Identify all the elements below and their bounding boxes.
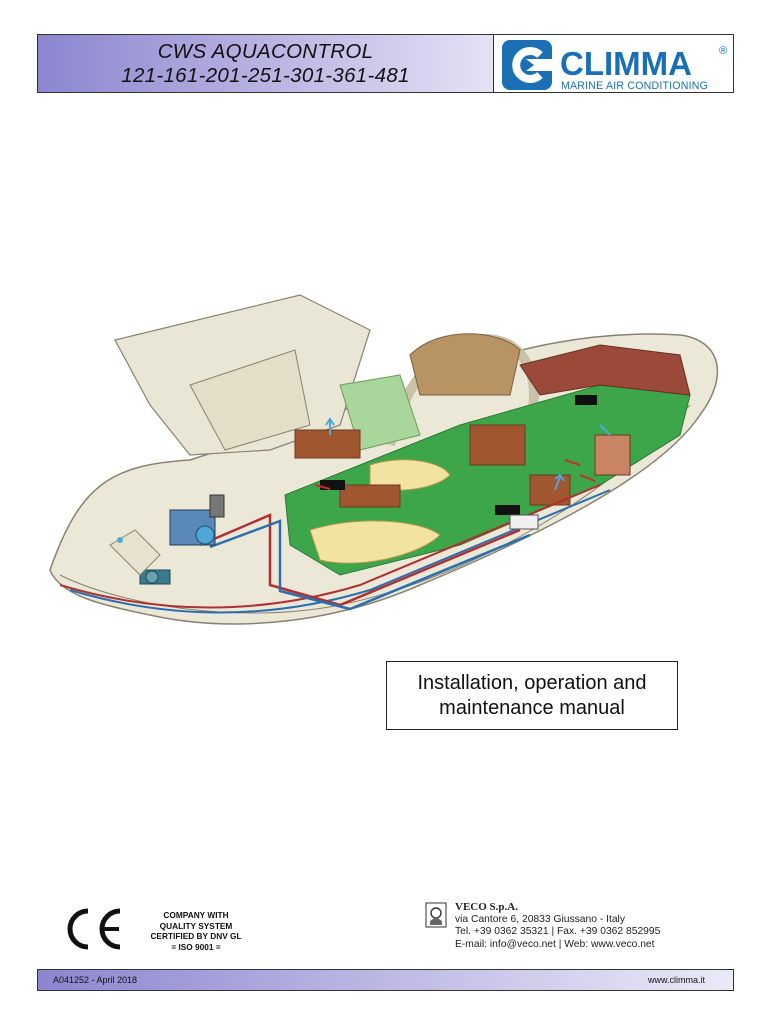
manual-title-box: Installation, operation and maintenance … [386,661,678,730]
logo-brand-text: CLIMMA [560,45,692,82]
model-numbers: 121-161-201-251-301-361-481 [121,63,410,87]
registered-mark: ® [719,45,727,57]
cert-line3: CERTIFIED BY DNV GL [150,931,242,941]
company-name: VECO S.p.A. [455,901,518,913]
cert-line4: = ISO 9001 = [171,941,221,952]
ce-mark-icon [67,908,121,950]
title-block: CWS AQUACONTROL 121-161-201-251-301-361-… [38,35,494,92]
cert-line2: QUALITY SYSTEM [159,920,233,931]
climma-logo-icon: CLIMMA ® MARINE AIR CONDITIONING [502,40,727,91]
company-contact: E-mail: info@veco.net | Web: www.veco.ne… [455,938,655,950]
manual-title-line1: Installation, operation and [417,671,647,694]
company-info: VECO S.p.A. via Cantore 6, 20833 Giussan… [455,901,660,951]
climma-logo: CLIMMA ® MARINE AIR CONDITIONING [494,35,733,92]
website-link[interactable]: www.climma.it [647,975,705,985]
product-name: CWS AQUACONTROL [157,39,374,63]
boat-cutaway-illustration [49,294,719,625]
veco-logo-icon [425,902,447,928]
manual-title-line2: maintenance manual [439,696,625,719]
cert-line1: COMPANY WITH [163,910,229,920]
logo-tagline: MARINE AIR CONDITIONING [561,80,708,91]
document-footer: A041252 - April 2018 www.climma.it [37,969,734,991]
company-address: via Cantore 6, 20833 Giussano - Italy [455,913,625,925]
company-phone: Tel. +39 0362 35321 | Fax. +39 0362 8529… [455,926,661,938]
document-header: CWS AQUACONTROL 121-161-201-251-301-361-… [37,34,734,93]
quality-certification: COMPANY WITH QUALITY SYSTEM CERTIFIED BY… [136,910,256,952]
document-code: A041252 - April 2018 [53,975,138,985]
